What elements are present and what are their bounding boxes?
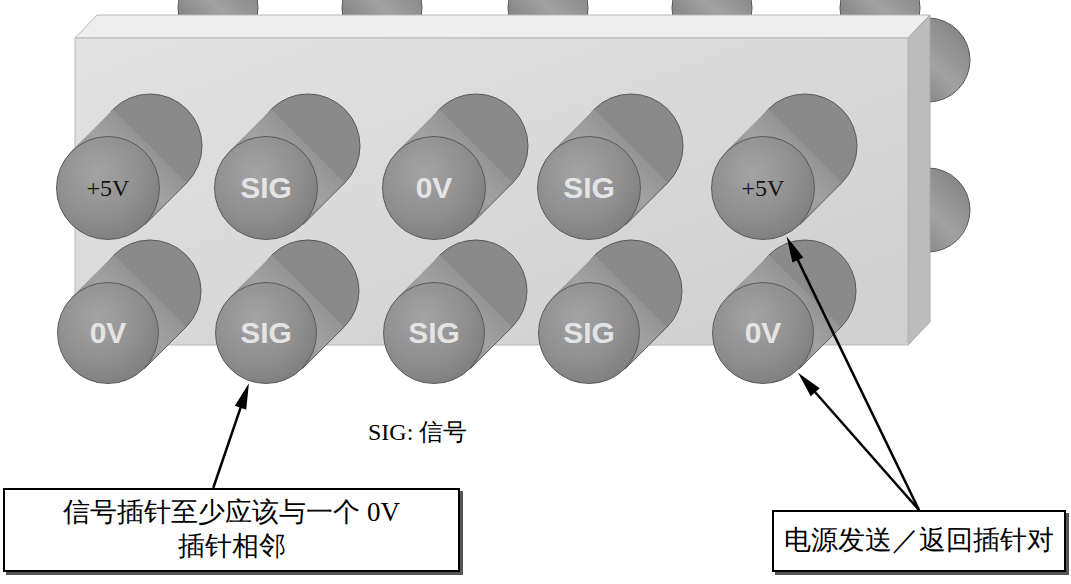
leader-line [811, 388, 919, 510]
pin-name: 0V [416, 171, 453, 205]
pin-name: +5V [742, 175, 785, 202]
pin-name: SIG [408, 316, 460, 350]
connector-pin: SIG [215, 282, 317, 384]
connector-pin: 0V [382, 136, 486, 240]
callout-box: 信号插针至少应该与一个 0V 插针相邻 [3, 488, 460, 572]
pin-name: SIG [563, 316, 615, 350]
connector-pin: SIG [537, 136, 641, 240]
connector-pin: 0V [712, 282, 814, 384]
connector-pin: +5V [711, 136, 815, 240]
leader-arrow [787, 237, 919, 510]
pin-name: SIG [563, 171, 615, 205]
connector-pin: SIG [214, 136, 318, 240]
arrowhead [798, 373, 820, 396]
callout-box: 电源发送／返回插针对 [772, 510, 1066, 572]
block-top [75, 15, 930, 38]
leader-arrow [213, 383, 249, 488]
pin-name: 0V [90, 316, 127, 350]
callout-text: 电源发送／返回插针对 [784, 524, 1054, 558]
leader-arrow [798, 373, 919, 510]
pin-name: +5V [87, 175, 130, 202]
pin-name: 0V [745, 316, 782, 350]
pin-name: SIG [240, 171, 292, 205]
arrowhead [235, 383, 249, 410]
connector-pin: SIG [383, 282, 485, 384]
leader-line [213, 402, 242, 488]
connector-pin: +5V [56, 136, 160, 240]
block-side [908, 15, 930, 345]
arrowhead [787, 237, 804, 263]
legend-note: SIG: 信号 [368, 416, 467, 448]
pin-name: SIG [240, 316, 292, 350]
leader-line [795, 255, 919, 510]
connector-pin: SIG [538, 282, 640, 384]
callout-text: 信号插针至少应该与一个 0V 插针相邻 [62, 496, 402, 564]
connector-pin: 0V [57, 282, 159, 384]
